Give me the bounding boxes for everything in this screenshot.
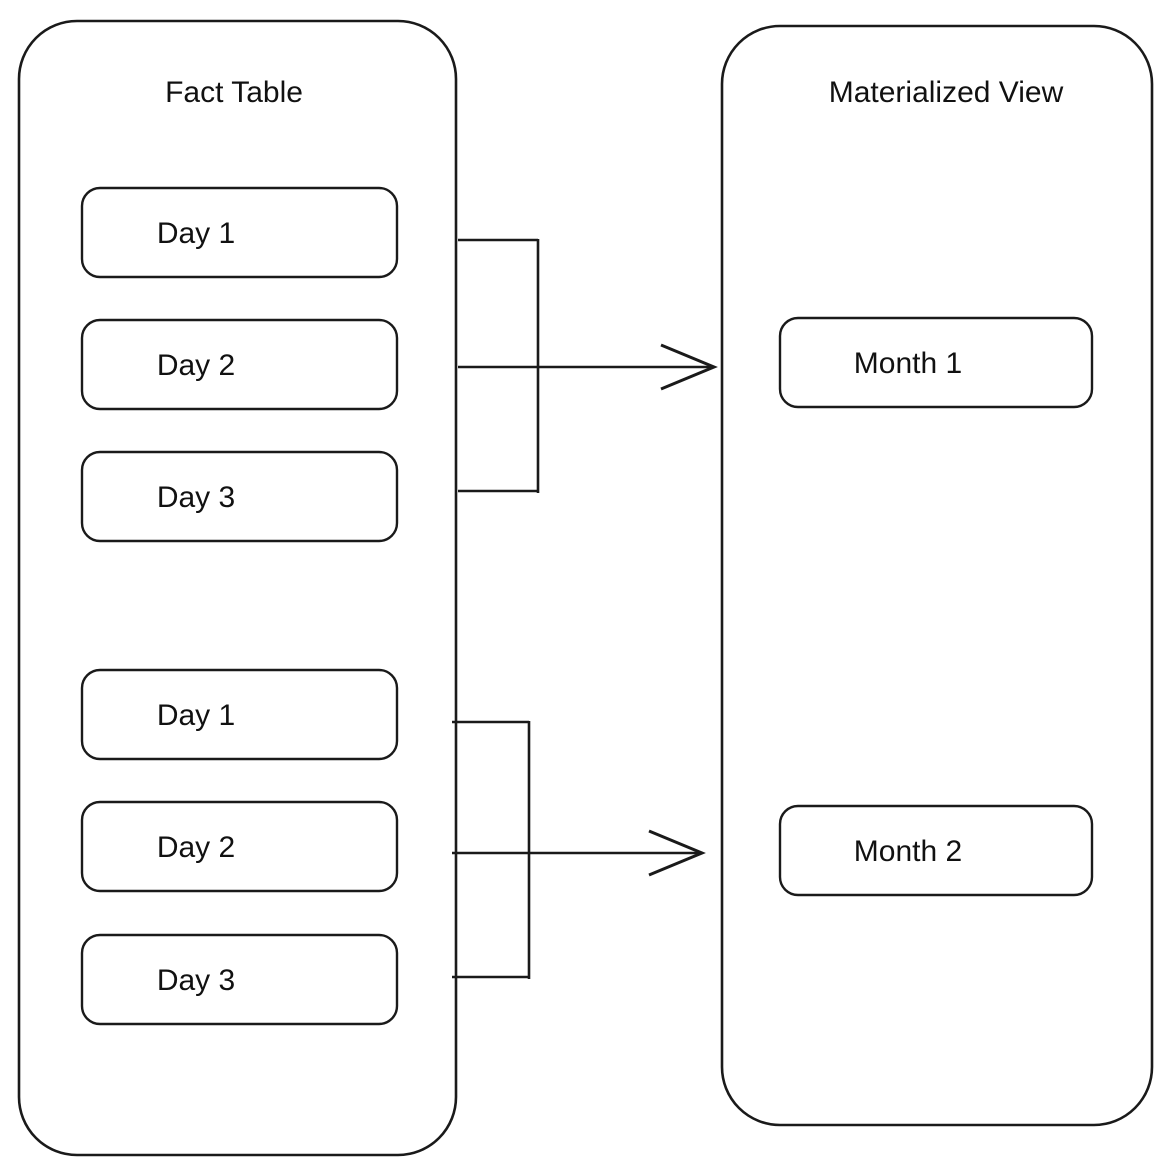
edge-group2[interactable]	[452, 720, 706, 979]
materialized-view-title: Materialized View	[829, 76, 1064, 109]
month1-label: Month 1	[854, 347, 962, 380]
edge-group1-arrow-head-icon	[660, 343, 718, 391]
g2-day3-label: Day 3	[157, 964, 235, 997]
g2-day1-shape	[80, 668, 399, 761]
edge-group1[interactable]	[458, 238, 718, 493]
g1-day2-label: Day 2	[157, 349, 235, 382]
fact-table-title: Fact Table	[165, 76, 303, 109]
month2-label: Month 2	[854, 835, 962, 868]
node-g2-day3[interactable]: Day 3	[80, 933, 399, 1026]
g2-day2-shape	[80, 800, 399, 893]
edge-group2-arrow-head-icon	[648, 829, 706, 877]
g2-day1-label: Day 1	[157, 699, 235, 732]
container-materialized-view[interactable]: Materialized View	[720, 24, 1154, 1127]
node-g1-day1[interactable]: Day 1	[80, 186, 399, 279]
g1-day2-shape	[80, 318, 399, 411]
g1-day3-label: Day 3	[157, 481, 235, 514]
node-month2[interactable]: Month 2	[778, 804, 1094, 897]
node-g2-day1[interactable]: Day 1	[80, 668, 399, 761]
month2-shape	[778, 804, 1094, 897]
node-g1-day2[interactable]: Day 2	[80, 318, 399, 411]
g2-day2-label: Day 2	[157, 831, 235, 864]
node-month1[interactable]: Month 1	[778, 316, 1094, 409]
node-g1-day3[interactable]: Day 3	[80, 450, 399, 543]
g1-day1-label: Day 1	[157, 217, 235, 250]
materialized-view-container-shape	[720, 24, 1154, 1127]
g1-day1-shape	[80, 186, 399, 279]
g1-day3-shape	[80, 450, 399, 543]
node-g2-day2[interactable]: Day 2	[80, 800, 399, 893]
month1-shape	[778, 316, 1094, 409]
g2-day3-shape	[80, 933, 399, 1026]
